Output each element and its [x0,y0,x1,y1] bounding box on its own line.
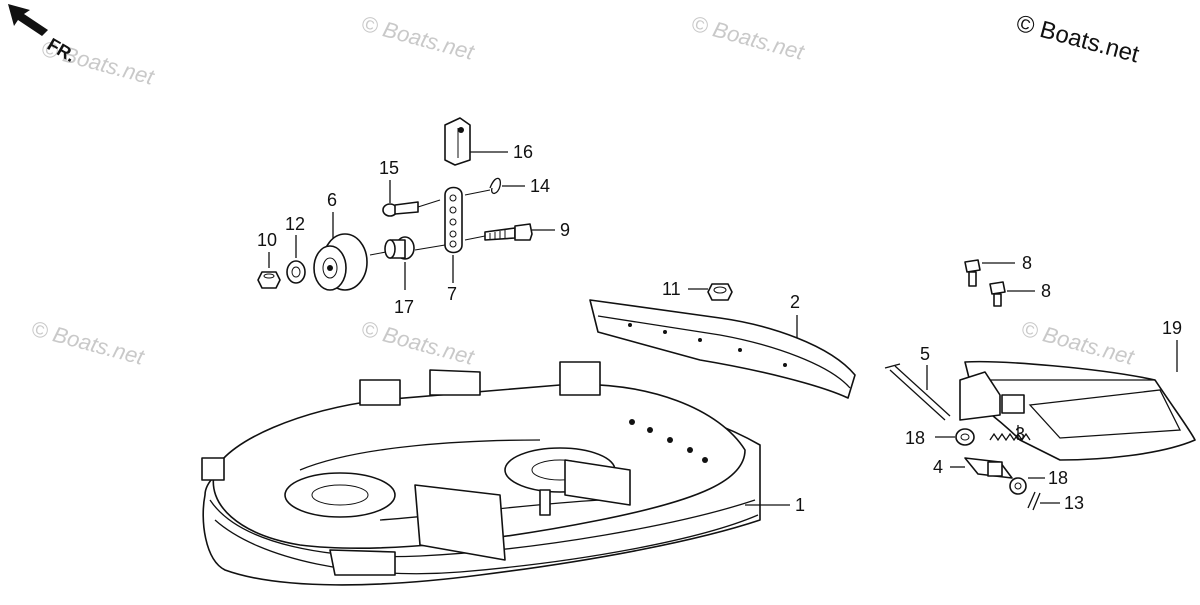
callout-16: 16 [513,142,533,162]
bolt-15-part [382,199,441,217]
baffle-part [589,299,856,399]
bushing-17-part [369,236,415,260]
callout-3: 3 [1015,424,1025,444]
spring-3-part [989,432,1031,442]
washer-12-part [286,260,306,284]
callout-11: 11 [662,279,681,299]
watermark: © Boats.net [689,11,808,65]
watermark: © Boats.net [29,316,148,370]
nut-10-part [257,271,281,289]
tension-arm-7-part [414,186,463,254]
callout-2: 2 [790,292,800,312]
callout-18b: 18 [1048,468,1068,488]
mower-deck-part [201,361,761,586]
hinge-4-part [964,457,1013,479]
callout-14: 14 [530,176,550,196]
callout-10: 10 [257,230,277,250]
watermark: © Boats.net [359,11,478,65]
watermark-layer: © Boats.net © Boats.net © Boats.net © Bo… [29,11,1138,370]
copyright-label: © Boats.net [1013,10,1142,69]
watermark: © Boats.net [1019,316,1138,370]
clip-16-part [444,117,471,166]
pulley-6-part [313,233,368,291]
callout-19: 19 [1162,318,1182,338]
callout-6: 6 [327,190,337,210]
hair-pin-14-part [464,177,501,196]
callout-1: 1 [795,495,805,515]
cotter-pin-13-part [1027,491,1041,511]
callout-8b: 8 [1041,281,1051,301]
callout-9: 9 [560,220,570,240]
callout-17: 17 [394,297,414,317]
callout-5: 5 [920,344,930,364]
hinge-rod-5-part [884,363,951,421]
washer-18b-part [1009,477,1027,495]
callout-12: 12 [285,214,305,234]
bolt-8a-part [964,259,981,287]
callout-15: 15 [379,158,399,178]
watermark: © Boats.net [359,316,478,370]
callout-7: 7 [447,284,457,304]
callout-18a: 18 [905,428,925,448]
callout-4: 4 [933,457,943,477]
nut-11-part [707,283,733,301]
callout-13: 13 [1064,493,1084,513]
bolt-8b-part [989,281,1006,307]
bolt-9-part [464,223,533,241]
washer-18a-part [955,428,975,446]
callout-8a: 8 [1022,253,1032,273]
discharge-chute-19-part [959,360,1196,461]
